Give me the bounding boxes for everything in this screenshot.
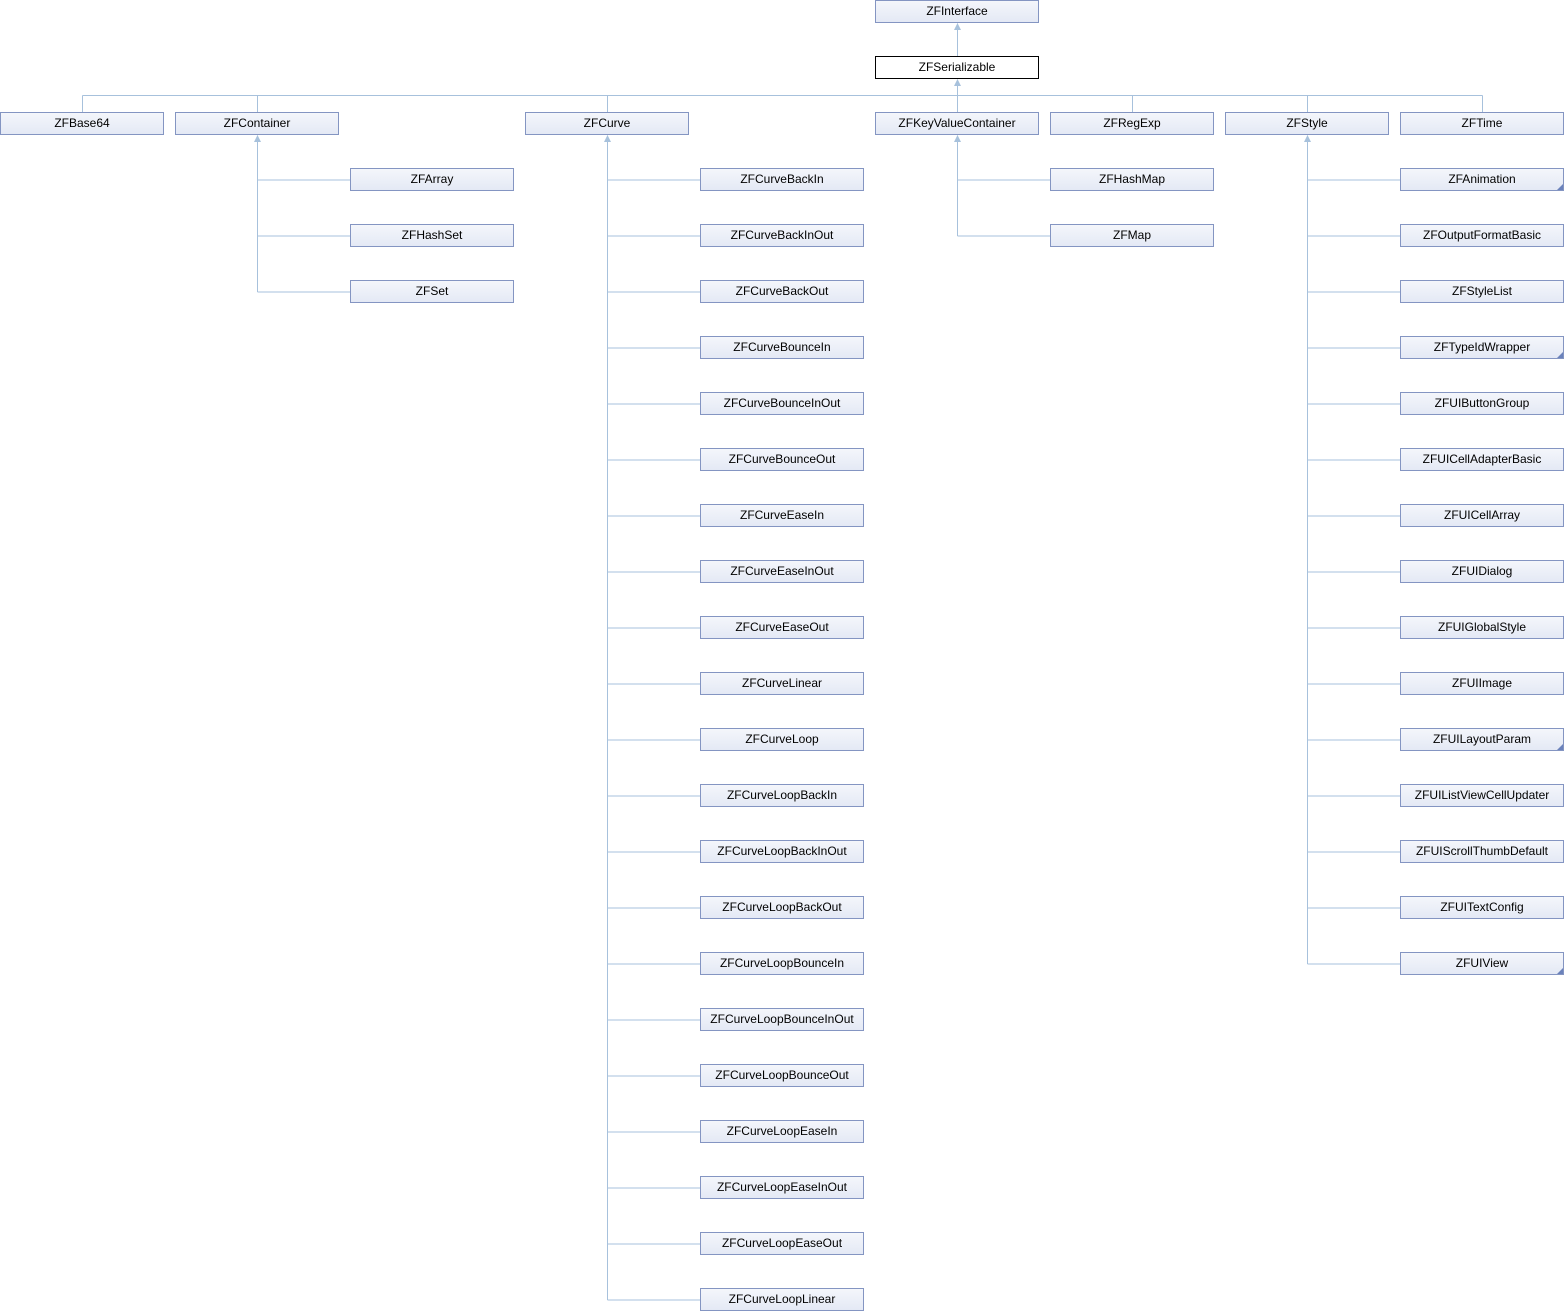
class-node-zfmap[interactable]: ZFMap	[1050, 224, 1214, 247]
class-node-zfcurveloopbackinout[interactable]: ZFCurveLoopBackInOut	[700, 840, 864, 863]
class-node-zfuiview[interactable]: ZFUIView	[1400, 952, 1564, 975]
class-node-zftime[interactable]: ZFTime	[1400, 112, 1564, 135]
class-node-zfhashset[interactable]: ZFHashSet	[350, 224, 514, 247]
class-node-zfuiimage[interactable]: ZFUIImage	[1400, 672, 1564, 695]
class-node-zfuiscrollthumbdefault[interactable]: ZFUIScrollThumbDefault	[1400, 840, 1564, 863]
class-node-zfuilistviewcellupdater[interactable]: ZFUIListViewCellUpdater	[1400, 784, 1564, 807]
class-node-zfhashmap[interactable]: ZFHashMap	[1050, 168, 1214, 191]
class-node-zfanimation[interactable]: ZFAnimation	[1400, 168, 1564, 191]
class-node-zfcurveloopeasein[interactable]: ZFCurveLoopEaseIn	[700, 1120, 864, 1143]
class-node-zfcurvebouncein[interactable]: ZFCurveBounceIn	[700, 336, 864, 359]
class-node-zfset[interactable]: ZFSet	[350, 280, 514, 303]
arrow-zfcurve	[604, 135, 611, 142]
class-node-zfuidialog[interactable]: ZFUIDialog	[1400, 560, 1564, 583]
class-node-zfbase64[interactable]: ZFBase64	[0, 112, 164, 135]
class-node-zfstyle[interactable]: ZFStyle	[1225, 112, 1389, 135]
class-node-zfuiglobalstyle[interactable]: ZFUIGlobalStyle	[1400, 616, 1564, 639]
class-node-zfkeyvaluecontainer[interactable]: ZFKeyValueContainer	[875, 112, 1039, 135]
class-node-zfcurveloop[interactable]: ZFCurveLoop	[700, 728, 864, 751]
class-node-zfcurveloopbouncein[interactable]: ZFCurveLoopBounceIn	[700, 952, 864, 975]
class-node-zfcurvebounceinout[interactable]: ZFCurveBounceInOut	[700, 392, 864, 415]
class-node-zfcontainer[interactable]: ZFContainer	[175, 112, 339, 135]
class-node-zfoutputformatbasic[interactable]: ZFOutputFormatBasic	[1400, 224, 1564, 247]
arrow-zfserializable	[954, 79, 961, 86]
class-node-zfcurveloopbackout[interactable]: ZFCurveLoopBackOut	[700, 896, 864, 919]
class-node-zfcurveloopbounceout[interactable]: ZFCurveLoopBounceOut	[700, 1064, 864, 1087]
class-node-zfcurveloopbackin[interactable]: ZFCurveLoopBackIn	[700, 784, 864, 807]
class-node-zfcurveeasein[interactable]: ZFCurveEaseIn	[700, 504, 864, 527]
class-node-zfcurvebackin[interactable]: ZFCurveBackIn	[700, 168, 864, 191]
class-node-zfuicelladapterbasic[interactable]: ZFUICellAdapterBasic	[1400, 448, 1564, 471]
class-node-zfinterface[interactable]: ZFInterface	[875, 0, 1039, 23]
arrow-zfstyle	[1304, 135, 1311, 142]
class-node-zftypeidwrapper[interactable]: ZFTypeIdWrapper	[1400, 336, 1564, 359]
class-node-zfcurveeaseinout[interactable]: ZFCurveEaseInOut	[700, 560, 864, 583]
class-node-zfcurvebounceout[interactable]: ZFCurveBounceOut	[700, 448, 864, 471]
class-node-zfcurve[interactable]: ZFCurve	[525, 112, 689, 135]
class-node-zfcurvebackout[interactable]: ZFCurveBackOut	[700, 280, 864, 303]
class-node-zfcurvelinear[interactable]: ZFCurveLinear	[700, 672, 864, 695]
class-node-zfarray[interactable]: ZFArray	[350, 168, 514, 191]
class-node-zfcurveloopeaseinout[interactable]: ZFCurveLoopEaseInOut	[700, 1176, 864, 1199]
class-node-zfcurvebackinout[interactable]: ZFCurveBackInOut	[700, 224, 864, 247]
arrow-zfinterface	[954, 23, 961, 30]
class-node-zfuilayoutparam[interactable]: ZFUILayoutParam	[1400, 728, 1564, 751]
class-node-zfstylelist[interactable]: ZFStyleList	[1400, 280, 1564, 303]
class-node-zfcurvelooplinear[interactable]: ZFCurveLoopLinear	[700, 1288, 864, 1311]
class-node-zfregexp[interactable]: ZFRegExp	[1050, 112, 1214, 135]
class-node-zfuitextconfig[interactable]: ZFUITextConfig	[1400, 896, 1564, 919]
arrow-zfcontainer	[254, 135, 261, 142]
class-node-zfserializable: ZFSerializable	[875, 56, 1039, 79]
class-node-zfuibuttongroup[interactable]: ZFUIButtonGroup	[1400, 392, 1564, 415]
class-node-zfcurveeaseout[interactable]: ZFCurveEaseOut	[700, 616, 864, 639]
class-node-zfuicellarray[interactable]: ZFUICellArray	[1400, 504, 1564, 527]
class-node-zfcurveloopeaseout[interactable]: ZFCurveLoopEaseOut	[700, 1232, 864, 1255]
class-node-zfcurveloopbounceinout[interactable]: ZFCurveLoopBounceInOut	[700, 1008, 864, 1031]
arrow-zfkeyvaluecontainer	[954, 135, 961, 142]
